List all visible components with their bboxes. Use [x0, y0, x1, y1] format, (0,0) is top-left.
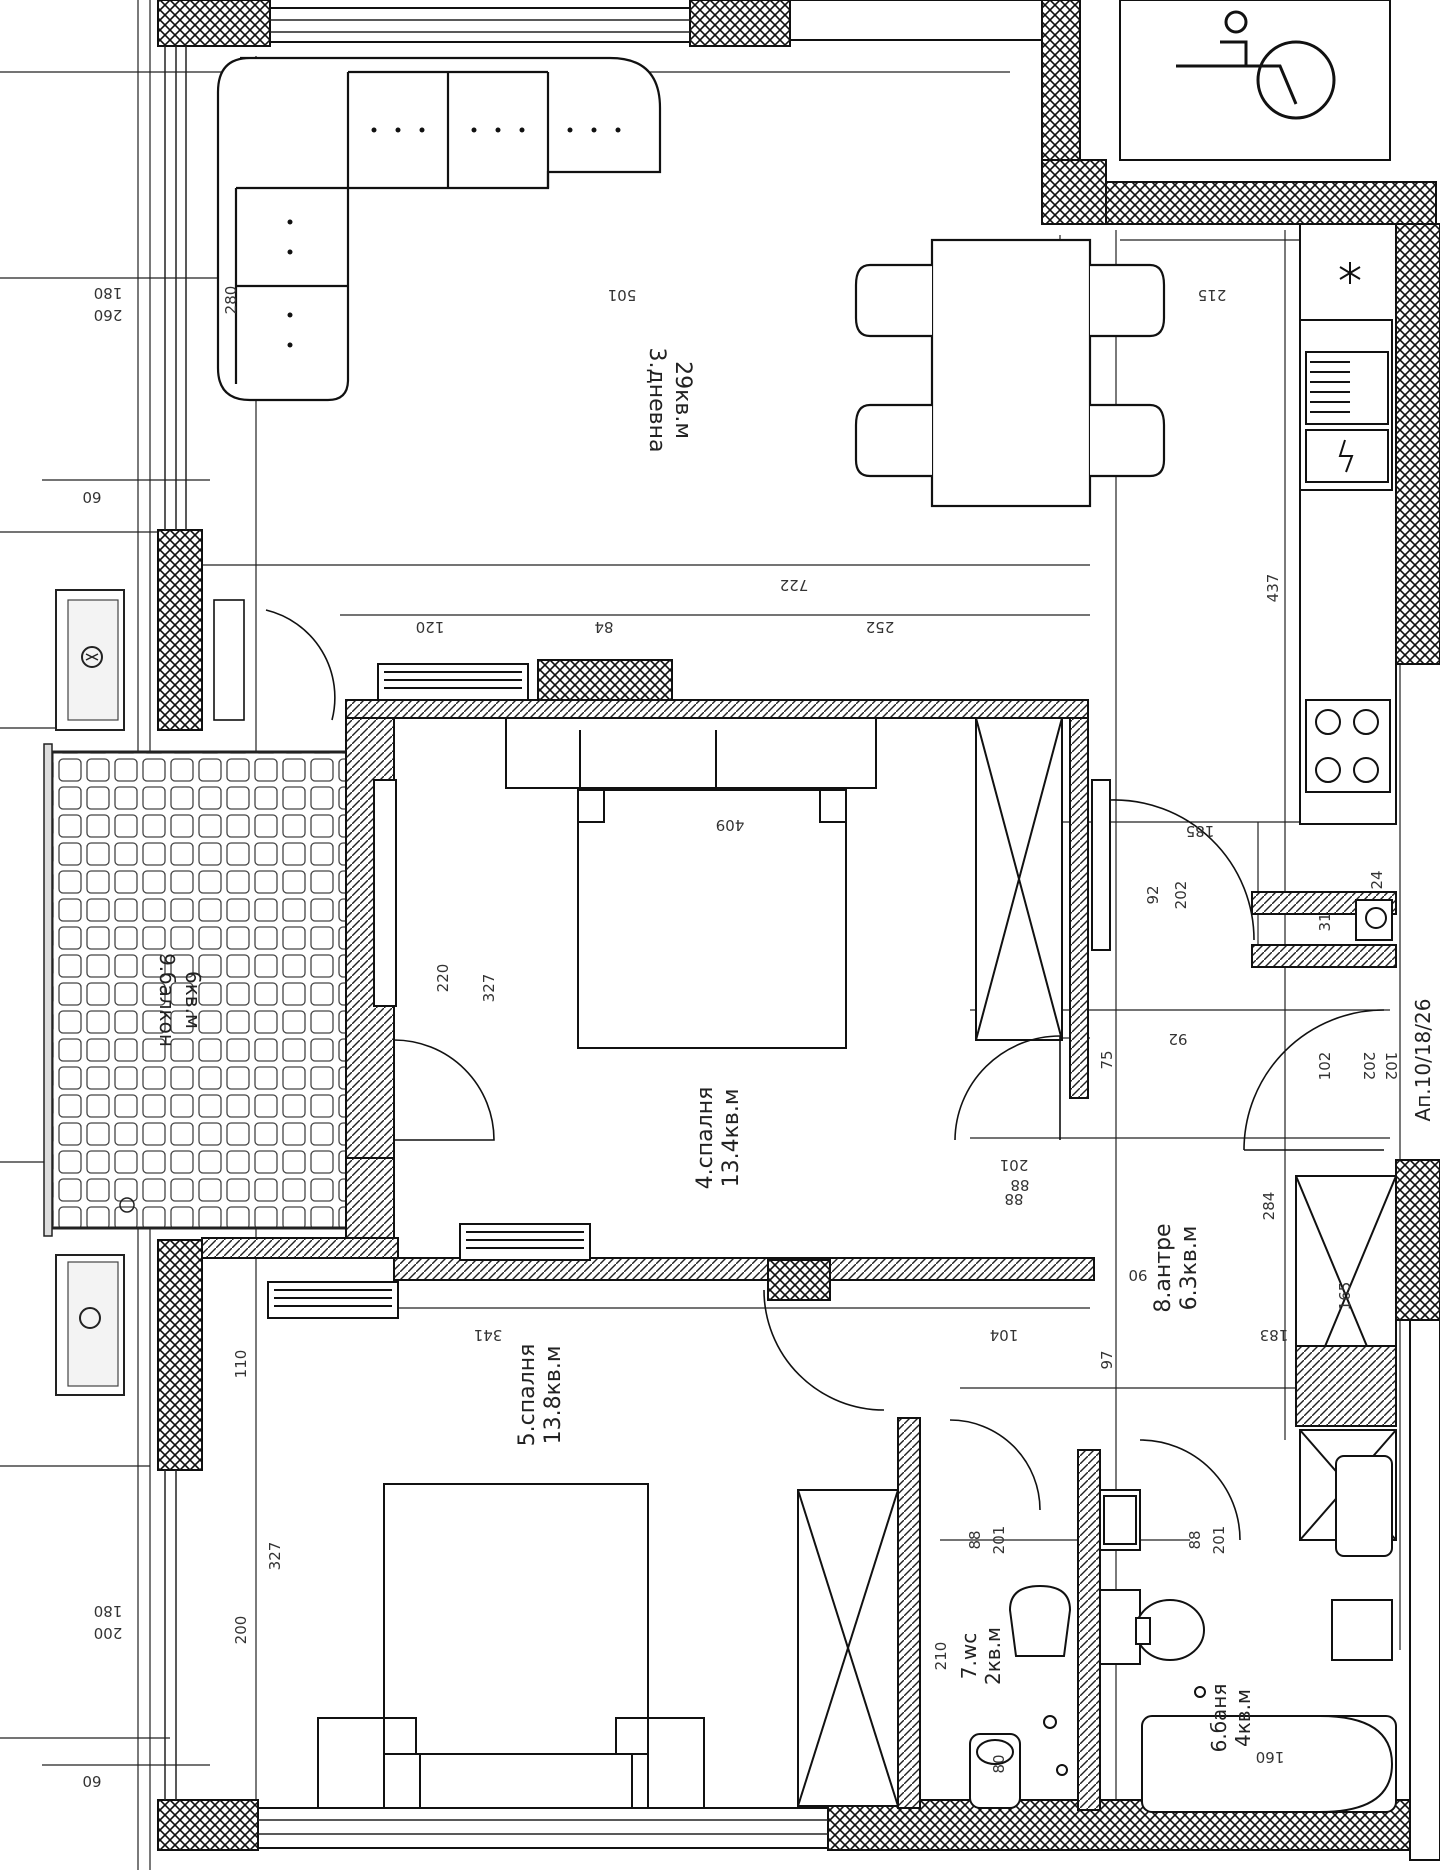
- dim-160: 160: [1256, 1748, 1285, 1766]
- walls: [157, 0, 1440, 1861]
- dim-501: 501: [608, 286, 637, 304]
- dim-202a: 202: [1172, 881, 1190, 910]
- asterisk-icon: [1339, 262, 1361, 284]
- dimension-lines: [0, 0, 1401, 1870]
- dim-104: 104: [990, 1326, 1019, 1344]
- dim-165: 165: [1336, 1282, 1354, 1311]
- bedroom5-furniture: [267, 1281, 899, 1809]
- room-balcony-area: 6кв.м: [181, 971, 205, 1029]
- dim-437: 437: [1264, 574, 1282, 603]
- dim-220: 220: [434, 964, 452, 993]
- dimension-numbers: 501 215 722 437 180 260 280 120 84 252 6…: [82, 284, 1400, 1790]
- dim-84: 84: [594, 618, 613, 636]
- dim-90: 90: [1128, 1266, 1147, 1284]
- dim-75: 75: [1098, 1050, 1116, 1069]
- dim-280: 280: [222, 286, 240, 315]
- dim-185: 185: [1186, 822, 1215, 840]
- room-bedroom4-name: 4.спалня: [693, 1087, 718, 1190]
- dim-200a: 200: [232, 1616, 250, 1645]
- wheelchair-icon: [1119, 0, 1391, 161]
- dim-97: 97: [1098, 1350, 1116, 1369]
- hall-fixtures: [1295, 1175, 1397, 1427]
- dim-180a: 180: [94, 284, 123, 302]
- apartment-code: Ап.10/18/26: [1411, 999, 1435, 1122]
- dim-341: 341: [474, 1326, 503, 1344]
- dim-202b: 202: [1360, 1052, 1378, 1081]
- dim-200b: 200: [94, 1624, 123, 1642]
- dim-60b: 60: [82, 1772, 101, 1790]
- dim-252: 252: [866, 618, 895, 636]
- room-hall-area: 6.3кв.м: [1177, 1226, 1202, 1311]
- dim-215: 215: [1198, 286, 1227, 304]
- dim-327b: 327: [266, 1542, 284, 1571]
- dim-409: 409: [716, 816, 745, 834]
- balcony: [43, 589, 350, 1396]
- dim-327a: 327: [480, 974, 498, 1003]
- dim-201b: 201: [990, 1526, 1008, 1555]
- room-bedroom5-area: 13.8кв.м: [541, 1346, 566, 1445]
- sofa-dots: [287, 127, 621, 348]
- dim-210: 210: [932, 1642, 950, 1671]
- kitchen: [1299, 223, 1397, 941]
- room-bedroom4-area: 13.4кв.м: [719, 1089, 744, 1188]
- dim-24: 24: [1368, 870, 1386, 889]
- dim-722: 722: [780, 576, 809, 594]
- dim-180b: 180: [94, 1602, 123, 1620]
- room-wc-name: 7.wc: [957, 1633, 981, 1679]
- room-bath-name: 6.баня: [1207, 1684, 1231, 1753]
- room-balcony-name: 9.балкон: [155, 953, 179, 1047]
- dim-110: 110: [232, 1350, 250, 1379]
- dim-201c: 201: [1210, 1526, 1228, 1555]
- dim-80: 80: [990, 1754, 1008, 1773]
- room-labels: 3.дневна 29кв.м 4.спалня 13.4кв.м 5.спал…: [155, 348, 1435, 1753]
- room-living-area: 29кв.м: [670, 361, 695, 439]
- room-bedroom5-name: 5.спалня: [515, 1344, 540, 1447]
- dim-92a: 92: [1144, 885, 1162, 904]
- room-living-name: 3.дневна: [644, 348, 669, 453]
- dim-60a: 60: [82, 488, 101, 506]
- sanitary: [969, 1429, 1397, 1813]
- dim-284: 284: [1260, 1192, 1278, 1221]
- dim-88a: 88: [1010, 1176, 1029, 1194]
- dim-260: 260: [94, 306, 123, 324]
- dim-120: 120: [416, 618, 445, 636]
- dim-183: 183: [1260, 1326, 1289, 1344]
- dim-88c: 88: [966, 1530, 984, 1549]
- room-wc-area: 2кв.м: [981, 1627, 1005, 1685]
- windows: [164, 19, 828, 1835]
- dim-88b: 88: [1004, 1190, 1023, 1208]
- living-furniture: [216, 56, 1166, 508]
- dim-201a: 201: [1000, 1156, 1029, 1174]
- dim-102b: 102: [1382, 1052, 1400, 1081]
- doors: [213, 599, 1385, 1541]
- bedroom4-furniture: [373, 663, 1111, 1261]
- room-hall-name: 8.антре: [1151, 1223, 1176, 1312]
- dim-31: 31: [1316, 912, 1334, 931]
- dim-88d: 88: [1186, 1530, 1204, 1549]
- dim-102a: 102: [1316, 1052, 1334, 1081]
- room-bath-area: 4кв.м: [1231, 1689, 1255, 1747]
- dim-92b: 92: [1168, 1030, 1187, 1048]
